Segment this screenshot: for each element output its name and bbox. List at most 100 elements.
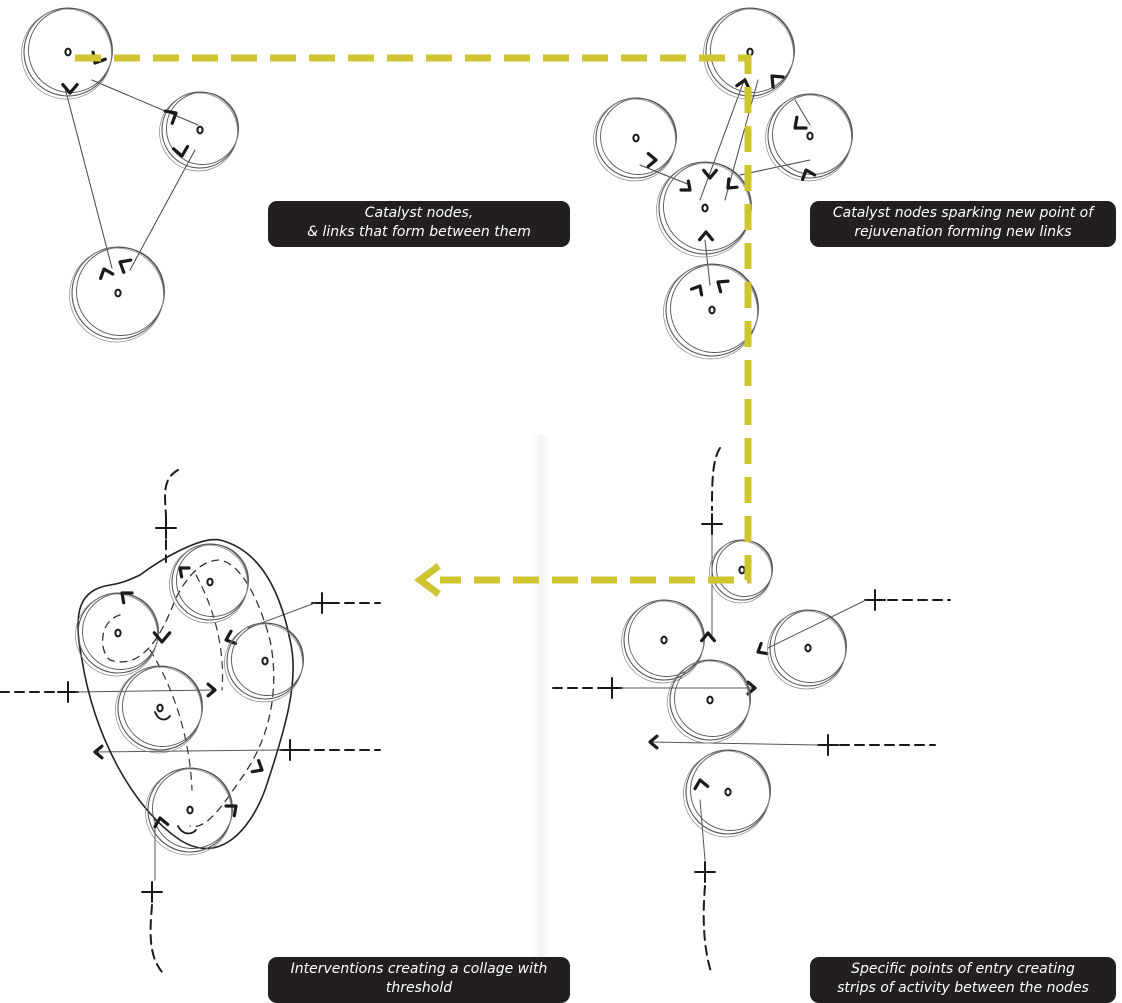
node-outline	[674, 660, 751, 737]
paper-seam	[532, 435, 550, 975]
caption-line: Catalyst nodes sparking new point of	[832, 205, 1094, 221]
catalyst-node	[663, 263, 759, 360]
chevron-mark	[679, 179, 692, 192]
node-outline	[685, 749, 771, 835]
threshold-dashed	[101, 559, 275, 828]
node-outline	[71, 246, 165, 340]
chevron-mark	[118, 258, 133, 274]
chevron-mark	[801, 168, 817, 181]
chevron-mark	[698, 230, 714, 242]
chevron-mark	[93, 744, 104, 760]
node-outline	[145, 768, 232, 856]
node-centre-dot	[196, 125, 204, 135]
smile-stroke	[177, 825, 197, 835]
plus-mark	[694, 861, 716, 883]
catalyst-node	[709, 539, 773, 604]
caption-line: Interventions creating a collage with	[290, 961, 548, 977]
node-outline	[774, 610, 847, 683]
node-outline	[593, 98, 676, 182]
catalyst-node	[621, 599, 705, 684]
node-centre-dot	[660, 635, 668, 645]
link-line	[129, 149, 196, 271]
plus-mark	[279, 739, 301, 761]
catalyst-node	[69, 246, 165, 343]
node-outline	[710, 8, 795, 93]
panel-catalyst-nodes	[21, 7, 239, 343]
threshold-dashed	[149, 574, 224, 791]
caption-catalyst-nodes: Catalyst nodes, & links that form betwee…	[268, 201, 570, 247]
link-line	[91, 79, 199, 126]
catalyst-node	[767, 609, 847, 690]
catalyst-node	[224, 622, 304, 703]
dashed-approach	[149, 904, 163, 973]
node-outline	[623, 599, 705, 681]
node-outline	[670, 264, 759, 353]
node-outline	[166, 92, 239, 165]
link-line	[75, 689, 216, 693]
link-line	[64, 87, 113, 269]
node-outline	[117, 665, 203, 751]
catalyst-node	[169, 543, 249, 624]
chevron-mark	[206, 682, 217, 698]
plus-mark	[155, 517, 177, 539]
node-outline	[226, 622, 304, 700]
node-outline	[667, 660, 750, 744]
catalyst-node	[145, 767, 233, 856]
chevron-mark	[689, 284, 704, 297]
chevron-mark	[693, 778, 710, 791]
node-centre-dot	[708, 305, 716, 315]
caption-line: & links that form between them	[307, 224, 531, 240]
catalyst-node	[593, 97, 677, 182]
node-outline	[595, 97, 677, 179]
node-outline	[115, 666, 202, 754]
node-outline	[663, 264, 758, 360]
node-outline	[23, 7, 113, 97]
chevron-mark	[250, 759, 264, 774]
node-outline	[767, 93, 853, 179]
panel-interventions-collage	[0, 469, 381, 973]
node-centre-dot	[206, 577, 214, 587]
chevron-mark	[224, 804, 238, 818]
node-outline	[171, 543, 249, 621]
chevron-mark	[726, 177, 739, 190]
caption-line: strips of activity between the nodes	[837, 980, 1089, 996]
node-outline	[705, 7, 795, 97]
node-outline	[690, 750, 771, 831]
link-line	[94, 749, 283, 753]
node-outline	[122, 666, 203, 747]
chevron-mark	[163, 109, 178, 125]
node-outline	[683, 750, 770, 838]
chevron-mark	[646, 152, 658, 168]
chevron-mark	[153, 816, 170, 829]
node-centre-dot	[746, 47, 754, 57]
chevron-mark	[700, 631, 716, 643]
node-outline	[169, 544, 248, 624]
link-line	[724, 79, 759, 201]
catalyst-node	[75, 592, 159, 677]
chevron-mark	[756, 641, 769, 656]
node-outline	[152, 768, 233, 849]
node-outline	[621, 600, 704, 684]
chevron-mark	[746, 680, 757, 696]
node-outline	[76, 247, 165, 336]
panel-points-of-entry	[552, 447, 951, 976]
plus-mark	[601, 677, 623, 699]
node-outline	[600, 98, 677, 175]
catalyst-node	[683, 749, 771, 838]
chevron-mark	[172, 144, 190, 158]
plus-mark	[57, 681, 79, 703]
node-outline	[711, 539, 773, 601]
plus-mark	[701, 513, 723, 535]
catalyst-node	[159, 91, 239, 172]
flow-arrowhead	[414, 563, 441, 597]
node-outline	[767, 610, 846, 690]
node-outline	[161, 91, 239, 169]
plus-mark	[864, 589, 886, 611]
catalyst-node	[656, 161, 752, 258]
plus-mark	[141, 881, 163, 903]
node-centre-dot	[706, 695, 714, 705]
dashed-approach	[711, 447, 721, 511]
node-outline	[665, 263, 759, 357]
link-line	[767, 599, 867, 649]
